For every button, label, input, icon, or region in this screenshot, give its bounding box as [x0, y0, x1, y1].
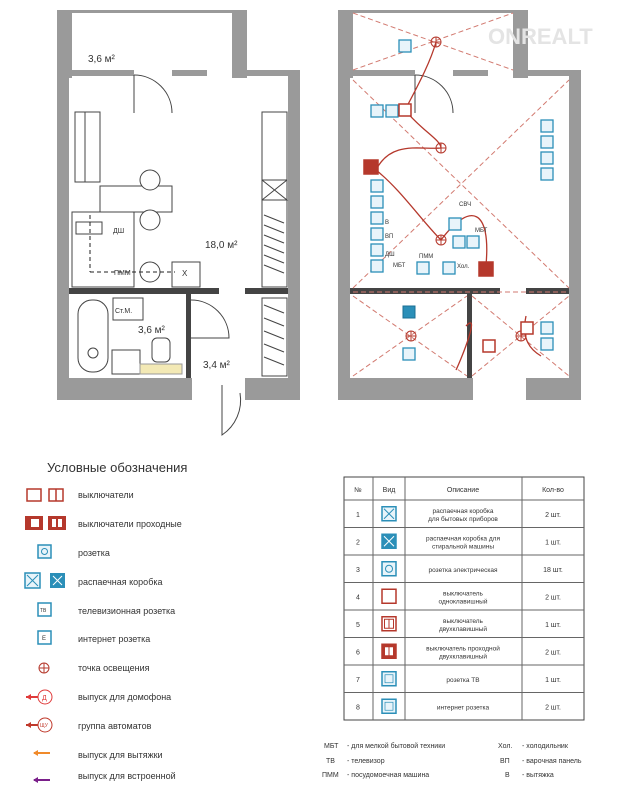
- label-dsh: ДШ: [385, 252, 395, 258]
- row-description-line2: двухклавишный: [439, 625, 487, 633]
- pmm-label: ПММ: [114, 270, 131, 277]
- legend-builtin-outlet: выпуск для встроенной: [78, 771, 176, 781]
- abbr-text: - посудомоечная машина: [347, 772, 429, 779]
- label-mbt-2: МБТ: [475, 228, 488, 234]
- legend-junction-box: распаечная коробка: [78, 577, 163, 587]
- row-quantity: 2 шт.: [545, 594, 561, 601]
- junction-box-filled-icon: [381, 533, 397, 549]
- row-quantity: 18 шт.: [543, 567, 563, 574]
- legend-intercom-outlet: выпуск для домофона: [78, 692, 171, 702]
- row-number: 1: [356, 512, 360, 519]
- legend-light-point: точка освещения: [78, 663, 150, 673]
- row-number: 4: [356, 594, 360, 601]
- abbr-code: ВП: [500, 758, 510, 765]
- abbr-text: - для мелкой бытовой техники: [347, 742, 445, 750]
- legend-hood-outlet: выпуск для вытяжки: [78, 750, 163, 760]
- abbr-text: - телевизор: [347, 758, 385, 765]
- legend-switches: выключатели: [78, 490, 134, 500]
- junction-box-icon: [381, 506, 397, 522]
- abbreviations: МБТ - для мелкой бытовой техники ТВ - те…: [322, 742, 582, 779]
- socket-icon: [381, 561, 397, 577]
- abbr-text: - варочная панель: [522, 758, 582, 765]
- breakers-symbol-text: ЩУ: [40, 723, 49, 729]
- row-number: 8: [356, 704, 360, 711]
- legend-tv-socket: телевизионная розетка: [78, 606, 175, 616]
- main-room-area-label: 18,0 м²: [205, 240, 238, 251]
- label-pmm: ПММ: [419, 254, 433, 260]
- fridge-label: Х: [182, 269, 188, 278]
- pass-switch-double-icon: [381, 643, 397, 659]
- abbr-code: МБТ: [324, 743, 339, 750]
- label-mbt-1: МБТ: [393, 263, 406, 269]
- hall-area-label: 3,4 м²: [203, 360, 231, 371]
- table-row: 7 розетка ТВ 1 шт.: [344, 664, 584, 687]
- row-number: 5: [356, 622, 360, 629]
- internet-symbol-text: Е: [42, 636, 46, 642]
- row-quantity: 2 шт.: [545, 512, 561, 519]
- row-number: 3: [356, 567, 360, 574]
- row-number: 2: [356, 539, 360, 546]
- label-microwave: СВЧ: [459, 202, 471, 208]
- row-number: 7: [356, 677, 360, 684]
- row-description: розетка ТВ: [446, 677, 479, 684]
- balcony-area-label: 3,6 м²: [88, 54, 116, 65]
- legend-breaker-group: группа автоматов: [78, 721, 152, 731]
- washer-label: Ст.М.: [115, 308, 132, 315]
- row-quantity: 2 шт.: [545, 649, 561, 656]
- row-number: 6: [356, 649, 360, 656]
- row-quantity: 1 шт.: [545, 677, 561, 684]
- table-row: 8 интернет розетка 2 шт.: [344, 692, 584, 714]
- abbr-code: В: [505, 772, 510, 779]
- row-quantity: 2 шт.: [545, 704, 561, 711]
- abbr-code: ТВ: [326, 758, 335, 765]
- row-description: выключатель: [443, 590, 484, 597]
- row-description: распаечная коробка для: [426, 534, 500, 542]
- row-quantity: 1 шт.: [545, 539, 561, 546]
- tv-symbol-text: ТВ: [40, 608, 47, 614]
- table-header-view: Вид: [383, 487, 396, 494]
- label-hood: В: [385, 220, 389, 226]
- switch-single-icon: [381, 588, 397, 604]
- row-quantity: 1 шт.: [545, 622, 561, 629]
- legend-internet-socket: интернет розетка: [78, 634, 150, 644]
- legend-pass-switches: выключатели проходные: [78, 519, 182, 529]
- tv-socket-icon: [381, 671, 397, 687]
- watermark: ONREALT: [488, 24, 593, 49]
- row-description: интернет розетка: [437, 704, 490, 711]
- table-header-quantity: Кол-во: [542, 487, 564, 494]
- row-description-line2: двухклавишный: [439, 652, 487, 660]
- abbr-text: - вытяжка: [522, 772, 554, 779]
- row-description-line2: для бытовых приборов: [428, 515, 498, 523]
- legend-socket: розетка: [78, 548, 110, 558]
- switch-double-icon: [381, 616, 397, 632]
- row-description: розетка электрическая: [429, 567, 498, 574]
- legend-title: Условные обозначения: [47, 460, 187, 475]
- legend: Условные обозначения ТВ Е Д ЩУ выключате…: [24, 460, 187, 783]
- intercom-symbol-text: Д: [42, 695, 47, 702]
- specification-table: № Вид Описание Кол-во 1 распаечная коробк…: [343, 476, 585, 721]
- electrical-plan: СВЧ В ВП ДШ МБТ ПММ Хол. МБТ: [337, 9, 582, 401]
- table-header-number: №: [354, 487, 362, 494]
- row-description: выключатель: [443, 618, 484, 625]
- table-header-description: Описание: [447, 487, 479, 494]
- table-row: 3 розетка электрическая 18 шт.: [344, 554, 584, 577]
- label-hob: ВП: [385, 234, 393, 240]
- dishwasher-label: ДШ: [113, 228, 124, 235]
- internet-socket-icon: [381, 698, 397, 714]
- row-description: распаечная коробка: [432, 507, 493, 515]
- bathroom-area-label: 3,6 м²: [138, 325, 166, 336]
- abbr-code: Хол.: [498, 743, 512, 750]
- abbr-text: - холодильник: [522, 743, 569, 750]
- row-description-line2: стиральной машины: [432, 542, 494, 550]
- row-description: выключатель проходной: [426, 644, 500, 652]
- plan-furniture: 3,6 м² 18,0 м² 3,6 м² 3,4 м² ДШ ПММ Х Ст…: [56, 9, 301, 436]
- label-fridge: Хол.: [457, 264, 470, 270]
- abbr-code: ПММ: [322, 772, 339, 779]
- row-description-line2: одноклавишный: [439, 597, 488, 605]
